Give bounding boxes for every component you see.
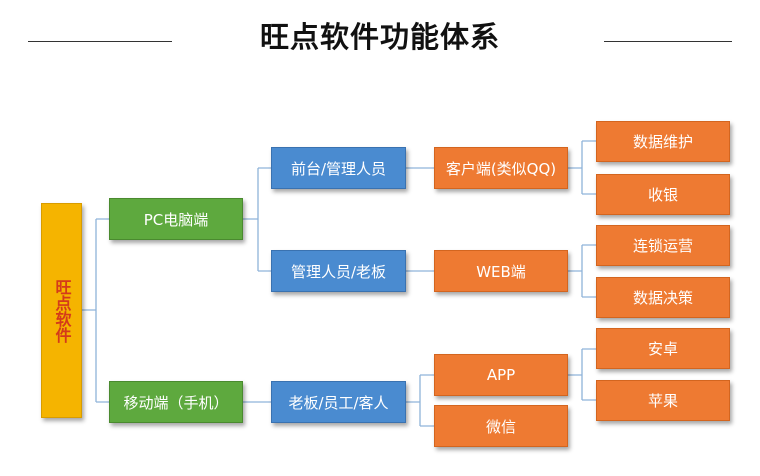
connector-pc xyxy=(243,167,271,272)
page-title: 旺点软件功能体系 xyxy=(259,20,500,54)
connector-app xyxy=(568,348,596,401)
connector-web xyxy=(568,244,596,298)
chain-ops-node: 连锁运营 xyxy=(596,225,730,266)
client-node: 客户端(类似QQ) xyxy=(434,147,568,189)
title-rule-left xyxy=(28,41,172,42)
connector-client xyxy=(568,140,596,195)
front-desk-node: 前台/管理人员 xyxy=(271,147,406,189)
android-node: 安卓 xyxy=(596,328,730,369)
mobile-node: 移动端（手机） xyxy=(109,381,243,423)
cashier-node: 收银 xyxy=(596,174,730,215)
managers-node: 管理人员/老板 xyxy=(271,250,406,292)
pc-node: PC电脑端 xyxy=(109,198,243,240)
wechat-node: 微信 xyxy=(434,405,568,447)
apple-node: 苹果 xyxy=(596,380,730,421)
title-rule-right xyxy=(604,41,732,42)
root-node: 旺点软件 xyxy=(41,203,82,418)
web-node: WEB端 xyxy=(434,250,568,292)
app-node: APP xyxy=(434,354,568,396)
mobile-users-node: 老板/员工/客人 xyxy=(271,381,406,423)
connector-mobile-users xyxy=(406,374,434,427)
data-maintenance-node: 数据维护 xyxy=(596,121,730,162)
data-decision-node: 数据决策 xyxy=(596,277,730,318)
connector-root xyxy=(82,218,109,403)
